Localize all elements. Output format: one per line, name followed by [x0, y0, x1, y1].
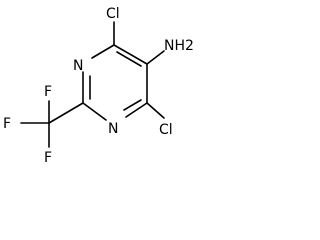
atom-f-left: F [3, 116, 11, 132]
atom-labels: Cl N NH2 N Cl F F F [3, 6, 194, 166]
bond-n1-c2 [82, 102, 107, 121]
bond-c4-c5 [113, 44, 148, 65]
bond-c2-cf3 [48, 102, 84, 124]
bonds [20, 21, 165, 148]
atom-nh2: NH2 [164, 38, 194, 54]
bond-c6-n1-double [123, 99, 142, 111]
atom-cl-top: Cl [106, 6, 120, 22]
bond-c6-n1 [125, 102, 148, 118]
bond-c4-c5-double [116, 51, 142, 67]
atom-n-bottom: N [108, 121, 118, 137]
atom-cl-bottom: Cl [159, 122, 173, 138]
atom-f-top: F [44, 84, 52, 100]
bond-c6-cl [146, 102, 165, 119]
bond-c5-nh2 [146, 50, 165, 65]
atom-f-bottom: F [44, 150, 52, 166]
molecule-structure: Cl N NH2 N Cl F F F [3, 6, 194, 166]
atom-n-top: N [73, 58, 83, 74]
bond-c4-n3 [91, 44, 115, 59]
